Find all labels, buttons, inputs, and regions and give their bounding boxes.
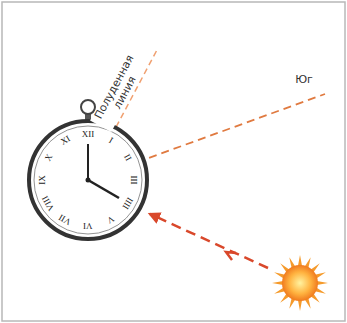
minute-hand [87, 144, 89, 180]
watch-ring [81, 100, 95, 114]
dial-numeral: VI [82, 220, 94, 230]
watch-dial [34, 126, 142, 234]
sun-ray [298, 255, 302, 266]
sun-ray [298, 300, 302, 311]
sun [272, 255, 328, 311]
sun-ray-arrowhead [226, 252, 236, 260]
watch-case [29, 121, 147, 239]
frame [2, 2, 345, 321]
dial-numeral: XII [81, 130, 96, 140]
dial-numeral: IIII [119, 194, 135, 211]
sun-ray [317, 281, 328, 285]
dial-numeral: V [104, 213, 116, 226]
dial-numeral: II [121, 152, 134, 164]
hour-hand [88, 180, 119, 198]
sun-ray [272, 281, 283, 285]
dial-numeral: X [43, 151, 56, 163]
dial-numeral: I [106, 135, 115, 146]
hand-pivot [86, 178, 91, 183]
dial-numeral: III [128, 174, 138, 185]
dial-numeral: VIII [40, 192, 57, 212]
dial-numeral: VII [57, 211, 75, 227]
dial-numeral: XI [58, 134, 73, 148]
direction-label: Юг [293, 74, 315, 86]
sun-ray-arrow [150, 214, 268, 268]
dial-numeral: IX [38, 174, 48, 186]
noon-line-label: Полуденная линия [90, 48, 150, 132]
sun-disc [282, 265, 318, 301]
